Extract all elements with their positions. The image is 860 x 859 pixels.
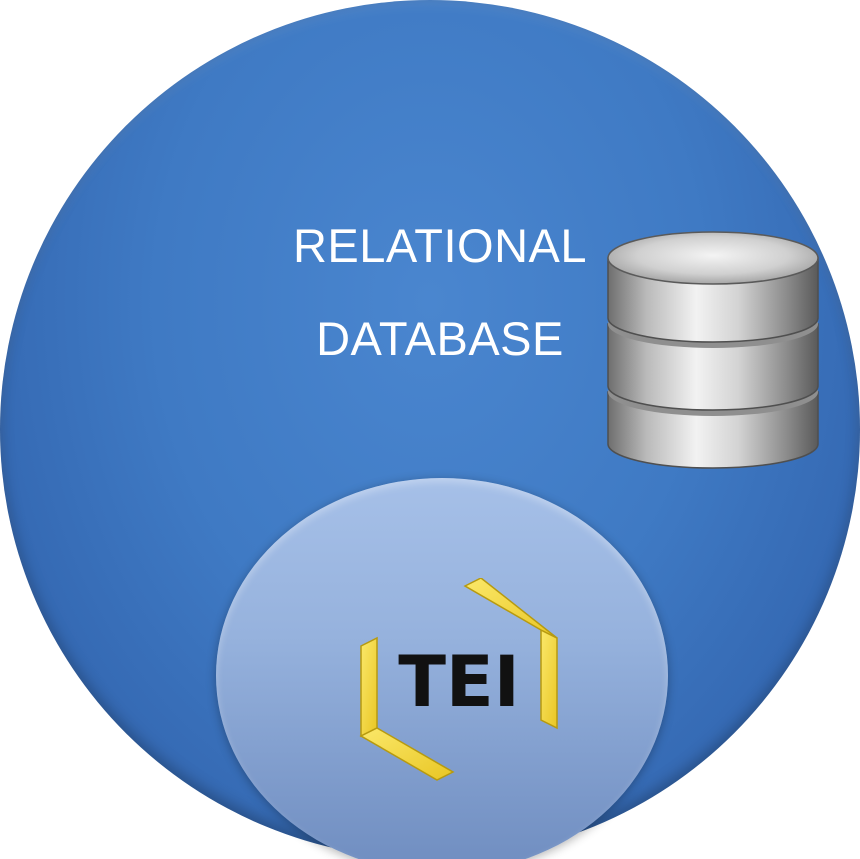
title-line-database: DATABASE <box>316 312 564 365</box>
tei-circle <box>216 478 668 859</box>
title-line-relational: RELATIONAL <box>292 219 588 272</box>
tei-logo-text: TEI <box>398 641 520 723</box>
tei-logo: TEI <box>359 578 558 781</box>
database-icon <box>607 231 819 469</box>
